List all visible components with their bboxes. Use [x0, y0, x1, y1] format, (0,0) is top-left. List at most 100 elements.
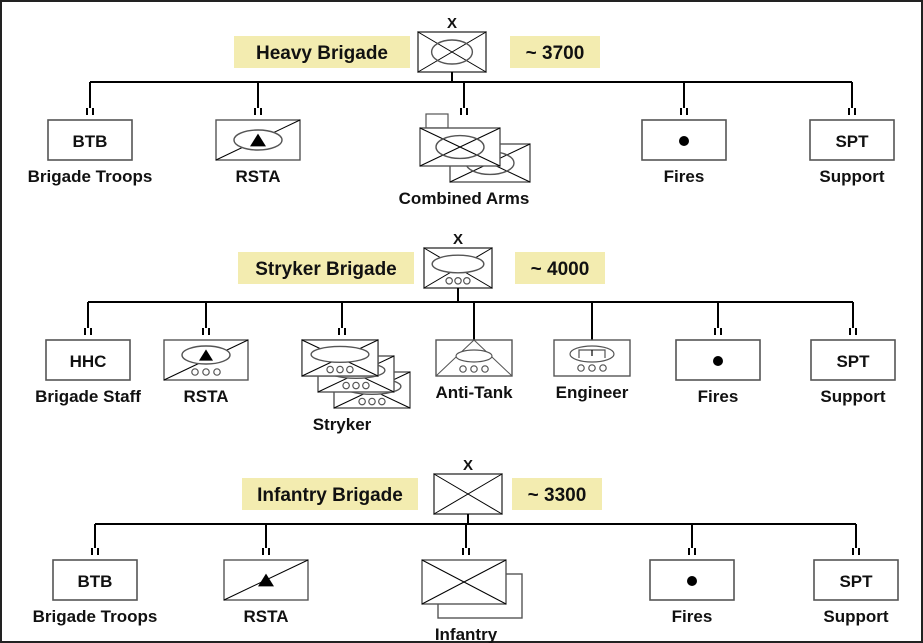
strength-highlight: [510, 36, 600, 68]
wheel: [454, 276, 462, 285]
brigade-strength-label: ~ 3700: [510, 36, 600, 68]
wheel: [588, 364, 596, 372]
unit-box: [809, 119, 895, 161]
unit-rsta: RSTA: [215, 82, 301, 186]
fires-dot: [713, 356, 723, 366]
wheel: [599, 364, 607, 372]
brigade-echelon-mark: X: [447, 15, 457, 32]
unit-label: Fires: [698, 387, 739, 406]
unit-label: RSTA: [183, 387, 228, 406]
wheel: [481, 365, 489, 373]
brigade-strength-label: ~ 4000: [515, 252, 605, 284]
unit-label: Fires: [664, 167, 705, 186]
title-highlight: [238, 252, 414, 284]
unit-fires: Fires: [649, 524, 735, 626]
wheel: [459, 365, 467, 373]
stryker-oval: [310, 345, 370, 364]
wheel: [202, 368, 210, 376]
brigade-title: Stryker Brigade: [255, 259, 397, 280]
unit-combined-arms: Combined Arms: [399, 82, 531, 208]
wheel: [463, 276, 471, 285]
unit-abbr: HHC: [70, 352, 107, 371]
brigade-hq-symbol: [417, 31, 487, 73]
strength-highlight: [512, 478, 602, 510]
unit-stryker: Stryker: [301, 302, 411, 434]
unit-label: Anti-Tank: [435, 383, 513, 402]
wheel: [577, 364, 585, 372]
brigade-title-label: Heavy Brigade: [234, 36, 410, 68]
wheel: [470, 365, 478, 373]
unit-label: Combined Arms: [399, 189, 530, 208]
wheel: [326, 365, 334, 374]
unit-box: [810, 339, 896, 381]
unit-label: Brigade Troops: [33, 607, 158, 626]
brigade-echelon-mark: X: [463, 457, 473, 474]
fires-dot: [687, 576, 697, 586]
brigade-hq-symbol: [433, 473, 503, 515]
wheel: [336, 365, 344, 374]
armor-oval: [435, 134, 485, 160]
brigade-hq-symbol: [423, 247, 493, 289]
unit-label: Fires: [672, 607, 713, 626]
wheel: [358, 397, 366, 406]
unit-label: RSTA: [243, 607, 288, 626]
wheel: [362, 381, 370, 390]
unit-anti-tank: Anti-Tank: [435, 302, 513, 402]
wheel: [368, 397, 376, 406]
title-highlight: [234, 36, 410, 68]
wheel: [378, 397, 386, 406]
unit-support: SPT Support: [813, 524, 899, 626]
fires-dot: [679, 136, 689, 146]
unit-fires: Fires: [675, 302, 761, 406]
unit-fires: Fires: [641, 82, 727, 186]
recon-triangle: [199, 349, 213, 361]
unit-box: [45, 339, 131, 381]
brigade-title: Heavy Brigade: [256, 43, 388, 64]
brigade-strength: ~ 3300: [528, 485, 587, 506]
unit-box: [47, 119, 133, 161]
fires-box: [675, 339, 761, 381]
unit-abbr: SPT: [839, 572, 873, 591]
wheel: [342, 381, 350, 390]
unit-infantry: Infantry: [421, 524, 523, 643]
unit-box: [52, 559, 138, 601]
unit-box: [813, 559, 899, 601]
unit-label: Engineer: [556, 383, 629, 402]
recon-triangle: [258, 573, 274, 587]
stack-tab: [425, 113, 449, 129]
unit-rsta: RSTA: [223, 524, 309, 626]
wheel: [191, 368, 199, 376]
brigade-echelon-mark: X: [453, 231, 463, 248]
title-highlight: [242, 478, 418, 510]
diagonal-line: [421, 559, 507, 605]
wheel: [445, 276, 453, 285]
unit-abbr: SPT: [835, 132, 869, 151]
unit-brigade-staff: HHC Brigade Staff: [35, 302, 141, 406]
unit-abbr: BTB: [73, 132, 108, 151]
stryker-oval: [431, 254, 485, 274]
unit-label: RSTA: [235, 167, 280, 186]
recon-triangle: [250, 133, 266, 147]
brigade-title-label: Infantry Brigade: [242, 478, 418, 510]
unit-label: Brigade Staff: [35, 387, 141, 406]
unit-abbr: SPT: [836, 352, 870, 371]
brigade-title: Infantry Brigade: [257, 485, 403, 506]
unit-rsta: RSTA: [163, 302, 249, 406]
unit-label: Infantry: [435, 625, 498, 643]
strength-highlight: [515, 252, 605, 284]
brigade-strength: ~ 3700: [526, 43, 585, 64]
brigade-title-label: Stryker Brigade: [238, 252, 414, 284]
wheel: [346, 365, 354, 374]
brigade-strength-label: ~ 3300: [512, 478, 602, 510]
unit-engineer: Engineer: [553, 302, 631, 402]
unit-label: Support: [823, 607, 888, 626]
